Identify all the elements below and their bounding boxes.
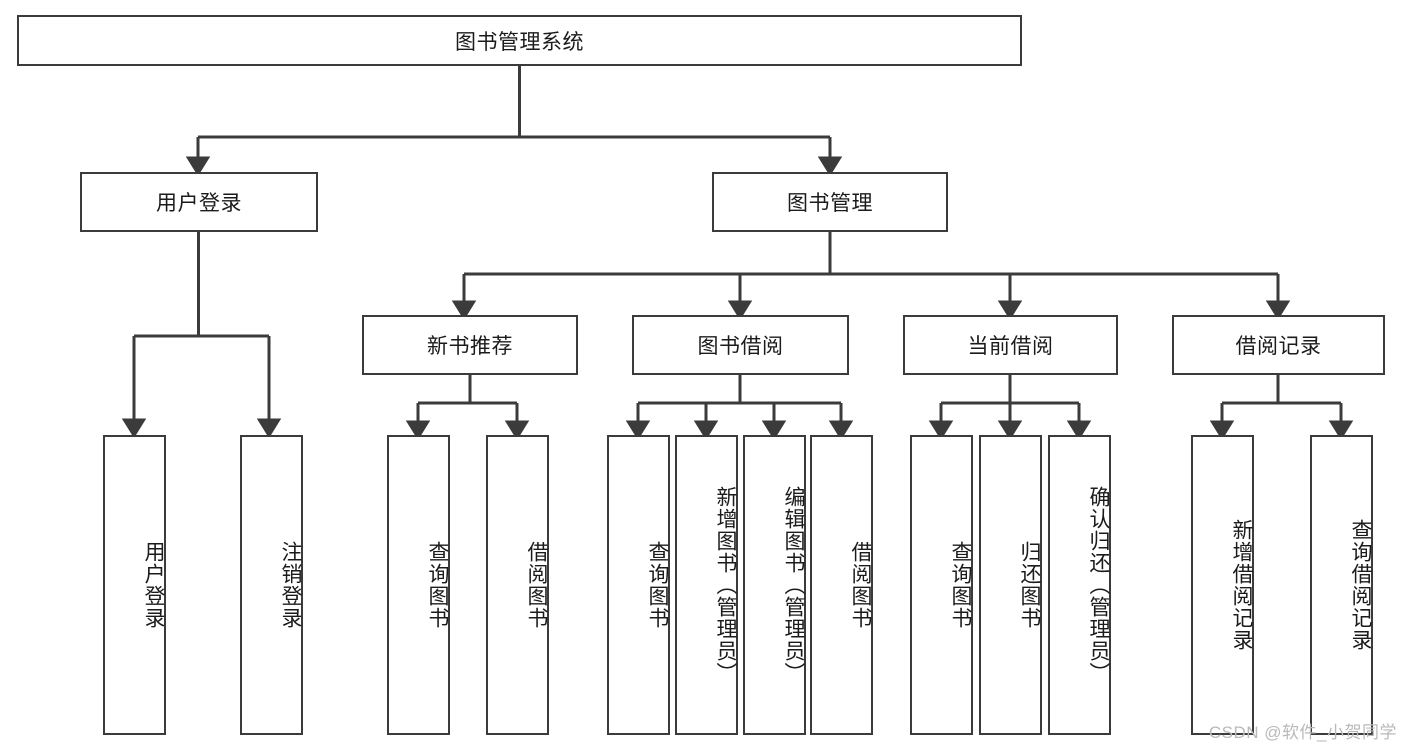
node-book-management[interactable]: 图书管理 [712,172,948,232]
leaf-borrow-query-book[interactable]: 查询图书 [607,435,670,735]
leaf-current-confirm-return-admin[interactable]: 确认归还（管理员） [1048,435,1111,735]
node-new-book-recommend[interactable]: 新书推荐 [362,315,578,375]
leaf-label: 查询借阅记录 [1349,519,1372,651]
leaf-label: 用户登录 [142,541,165,629]
leaf-borrow-add-book-admin[interactable]: 新增图书（管理员） [675,435,738,735]
leaf-label: 借阅图书 [849,541,872,629]
leaf-label: 编辑图书（管理员） [782,486,805,684]
leaf-user-login-logout[interactable]: 注销登录 [240,435,303,735]
leaf-label: 归还图书 [1018,541,1041,629]
leaf-user-login-login[interactable]: 用户登录 [103,435,166,735]
leaf-record-add-record[interactable]: 新增借阅记录 [1191,435,1254,735]
leaf-label: 新增借阅记录 [1230,519,1253,651]
leaf-record-query-record[interactable]: 查询借阅记录 [1310,435,1373,735]
leaf-label: 注销登录 [279,541,302,629]
leaf-label: 新增图书（管理员） [714,486,737,684]
leaf-label: 查询图书 [646,541,669,629]
node-book-borrow[interactable]: 图书借阅 [632,315,849,375]
leaf-label: 查询图书 [949,541,972,629]
leaf-label: 借阅图书 [525,541,548,629]
leaf-label: 确认归还（管理员） [1087,486,1110,684]
leaf-borrow-edit-book-admin[interactable]: 编辑图书（管理员） [743,435,806,735]
leaf-new-book-query[interactable]: 查询图书 [387,435,450,735]
leaf-new-book-borrow[interactable]: 借阅图书 [486,435,549,735]
node-borrow-record[interactable]: 借阅记录 [1172,315,1385,375]
leaf-current-query-book[interactable]: 查询图书 [910,435,973,735]
node-root-system[interactable]: 图书管理系统 [17,15,1022,66]
leaf-borrow-borrow-book[interactable]: 借阅图书 [810,435,873,735]
node-user-login[interactable]: 用户登录 [80,172,318,232]
node-current-borrow[interactable]: 当前借阅 [903,315,1118,375]
leaf-label: 查询图书 [426,541,449,629]
csdn-watermark: CSDN @软件_小贺同学 [1208,723,1397,742]
leaf-current-return-book[interactable]: 归还图书 [979,435,1042,735]
